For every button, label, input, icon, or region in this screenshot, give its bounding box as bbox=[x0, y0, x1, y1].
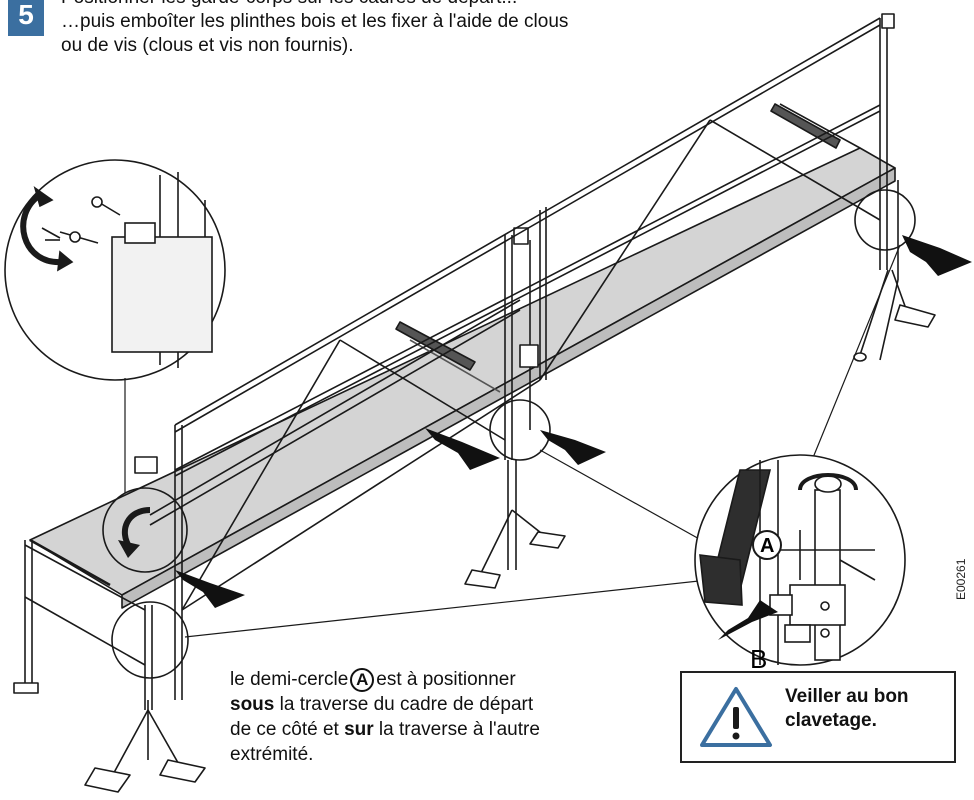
arrow-left bbox=[175, 570, 245, 608]
note-bold-sous: sous bbox=[230, 694, 275, 715]
step-badge: 5 bbox=[8, 0, 44, 36]
warning-box: Veiller au bon clavetage. bbox=[680, 671, 956, 763]
note-marker-a: A bbox=[350, 667, 375, 692]
pointer-arrows bbox=[175, 235, 972, 640]
arrow-right-top bbox=[902, 235, 972, 276]
arrow-big-circle bbox=[718, 600, 778, 640]
warning-line-2: clavetage. bbox=[785, 710, 877, 731]
arrow-middle-right bbox=[540, 430, 606, 465]
warning-line-1: Veiller au bon bbox=[785, 686, 909, 707]
instruction-line-3: ou de vis (clous et vis non fournis). bbox=[61, 35, 354, 56]
detail-circle-left-bottom bbox=[111, 601, 189, 679]
note-part-5: la traverse à l'autre bbox=[373, 719, 540, 740]
detail-circle-middle bbox=[489, 399, 551, 461]
warning-triangle-icon bbox=[700, 687, 772, 747]
note-part-3: la traverse du cadre de départ bbox=[274, 694, 534, 715]
warning-text: Veiller au bon clavetage. bbox=[785, 685, 909, 733]
zoom-detail-clamp bbox=[694, 454, 906, 666]
detail-circle-right bbox=[854, 189, 916, 251]
label-a: A bbox=[760, 535, 774, 557]
detail-circle-left-top bbox=[102, 487, 188, 573]
note-part-4: de ce côté et bbox=[230, 719, 345, 740]
instruction-line-2: …puis emboîter les plinthes bois et les … bbox=[61, 11, 569, 32]
zoom-detail-nail bbox=[4, 159, 226, 381]
note-part-2: est à positionner bbox=[376, 669, 516, 690]
note-part-6: extrémité. bbox=[230, 744, 314, 765]
note-bold-sur: sur bbox=[344, 719, 374, 740]
note-part-1: le demi-cercle bbox=[230, 669, 349, 690]
label-a-circle bbox=[752, 530, 782, 560]
instructions: Positionner les garde-corps sur les cadr… bbox=[61, 0, 741, 58]
figure-code: E00261 bbox=[954, 558, 968, 600]
label-b: B bbox=[750, 644, 767, 674]
arrow-middle-left bbox=[425, 428, 500, 470]
instruction-line-1: Positionner les garde-corps sur les cadr… bbox=[61, 0, 741, 10]
deck-front-edge bbox=[121, 167, 896, 609]
